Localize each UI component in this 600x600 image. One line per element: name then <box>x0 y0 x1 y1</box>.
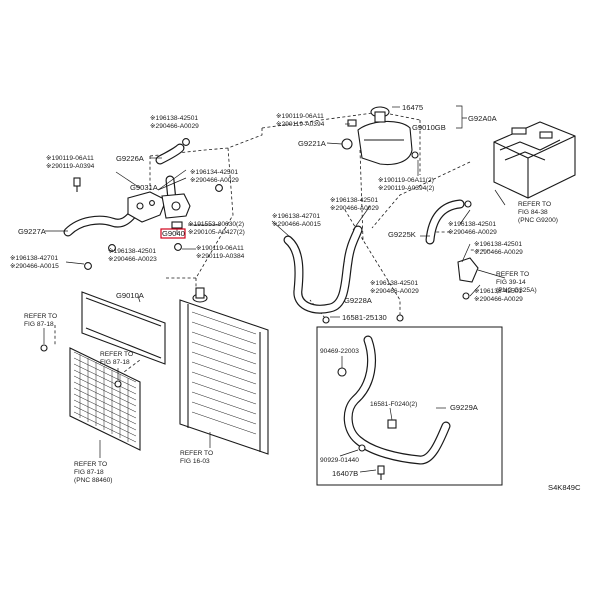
label-refer-6b: FIG 39-14 <box>496 279 526 286</box>
label-g9040: G9040 <box>162 229 185 238</box>
label-f-clamp: ※290466-A0015 <box>10 263 59 270</box>
label-refer-3b: FIG 87-18 <box>74 469 104 476</box>
hose-g9229a <box>343 335 451 465</box>
label-g9228a: G9228A <box>344 296 373 305</box>
inverter-unit <box>464 121 576 208</box>
label-g9010a: G9010A <box>116 291 145 300</box>
label-refer-3a: REFER TO <box>74 461 107 468</box>
label-e-washer: ※290119-A0384 <box>196 253 245 260</box>
label-top-left-washer: ※290119-A0394 <box>46 163 95 170</box>
label-g9221a: G9221A <box>298 139 327 148</box>
bracket-g92a0a <box>456 105 467 129</box>
box-fittings <box>322 314 404 480</box>
label-j-clamp: ※290466-A0029 <box>330 205 379 212</box>
label-diagram-code: S4K849C <box>548 483 581 492</box>
part-g9040 <box>160 221 186 239</box>
label-top-mid-washer: ※290119-A0394 <box>276 121 325 128</box>
label-m-bolt: ※196138-42501 <box>474 288 522 295</box>
label-l-clamp: ※290466-A0029 <box>474 249 523 256</box>
label-mid-clamp: ※290466-A0029 <box>190 177 239 184</box>
label-d-bolt: ※196138-42501 <box>108 248 156 255</box>
hose-g9225k <box>425 199 465 245</box>
label-16407b: 16407B <box>332 469 358 478</box>
label-h-bolt: ※190119-06A11(2) <box>378 177 434 184</box>
label-refer-1a: REFER TO <box>24 313 57 320</box>
callout-labels: ※196138-42501 ※290466-A0029 G9226A ※1901… <box>10 103 581 492</box>
label-h-washer: ※290119-A0394(2) <box>378 185 434 192</box>
label-90929: 90929-01440 <box>320 457 359 464</box>
label-refer-6a: REFER TO <box>496 271 529 278</box>
label-k-clamp: ※290466-A0029 <box>448 229 497 236</box>
label-f-bolt: ※196138-42701 <box>10 255 58 262</box>
label-g9031a: G9031A <box>130 183 159 192</box>
label-16581-f0240: 16581-F0240(2) <box>370 401 417 408</box>
label-c-bolt: ※191553-80630(2) <box>188 221 244 228</box>
label-g9226a-clamp: ※290466-A0029 <box>150 123 199 130</box>
label-g9226a-bolt: ※196138-42501 <box>150 115 198 122</box>
condenser-fins <box>73 351 137 443</box>
reservoir-tank <box>341 106 419 166</box>
bracket-right <box>457 257 479 300</box>
label-top-mid-bolt: ※190119-06A11 <box>276 113 324 120</box>
label-c-washer: ※290105-A0427(2) <box>188 229 245 236</box>
label-j-bolt: ※196138-42501 <box>330 197 378 204</box>
radiator <box>179 287 269 455</box>
label-mid-bolt: ※196134-42501 <box>190 169 238 176</box>
label-g9225k: G9225K <box>388 230 416 239</box>
condenser-g9010a <box>40 291 166 451</box>
label-g9226a: G9226A <box>116 154 145 163</box>
label-16581-25130: 16581-25130 <box>342 313 387 322</box>
label-refer-2b: FIG 87-18 <box>100 359 130 366</box>
label-16475: 16475 <box>402 103 423 112</box>
label-refer-1b: FIG 87-18 <box>24 321 54 328</box>
label-g9227a: G9227A <box>18 227 47 236</box>
label-k-bolt: ※196138-42501 <box>448 221 496 228</box>
assembly-outlines <box>54 111 490 376</box>
label-l-bolt: ※196138-42501 <box>474 241 522 248</box>
clamps <box>84 138 223 270</box>
radiator-fins <box>191 311 257 435</box>
label-refer-5c: (PNC G9200) <box>518 217 558 224</box>
hose-g9228a <box>283 225 363 314</box>
label-refer-4a: REFER TO <box>180 450 213 457</box>
label-refer-3c: (PNC 88460) <box>74 477 112 484</box>
label-refer-5b: FIG 84-38 <box>518 209 548 216</box>
label-n-clamp: ※290466-A0029 <box>370 288 419 295</box>
bolt-top-left <box>73 177 81 192</box>
reservoir-hose-group-box <box>316 326 503 486</box>
label-e-bolt: ※190119-06A11 <box>196 245 244 252</box>
hose-g9226a <box>155 143 185 205</box>
label-n-bolt: ※196138-42501 <box>370 280 418 287</box>
label-top-left-bolt: ※190119-06A11 <box>46 155 94 162</box>
leader-lines <box>43 106 506 473</box>
label-i-clamp: ※290466-A0015 <box>272 221 321 228</box>
label-g9229a: G9229A <box>450 403 479 412</box>
label-i-bolt: ※196138-42701 <box>272 213 320 220</box>
label-g92a0a: G92A0A <box>468 114 498 123</box>
label-g9010gb: G9010GB <box>412 123 446 132</box>
hose-g9227a <box>63 210 137 237</box>
label-90469: 90469-22003 <box>320 348 359 355</box>
label-d-clamp: ※290466-A0023 <box>108 256 157 263</box>
label-refer-4b: FIG 16-03 <box>180 458 210 465</box>
bracket-g9031a <box>127 191 191 223</box>
label-m-clamp: ※290466-A0029 <box>474 296 523 303</box>
label-refer-2a: REFER TO <box>100 351 133 358</box>
label-refer-6c: (PNC G325A) <box>496 287 537 294</box>
label-refer-5a: REFER TO <box>518 201 551 208</box>
